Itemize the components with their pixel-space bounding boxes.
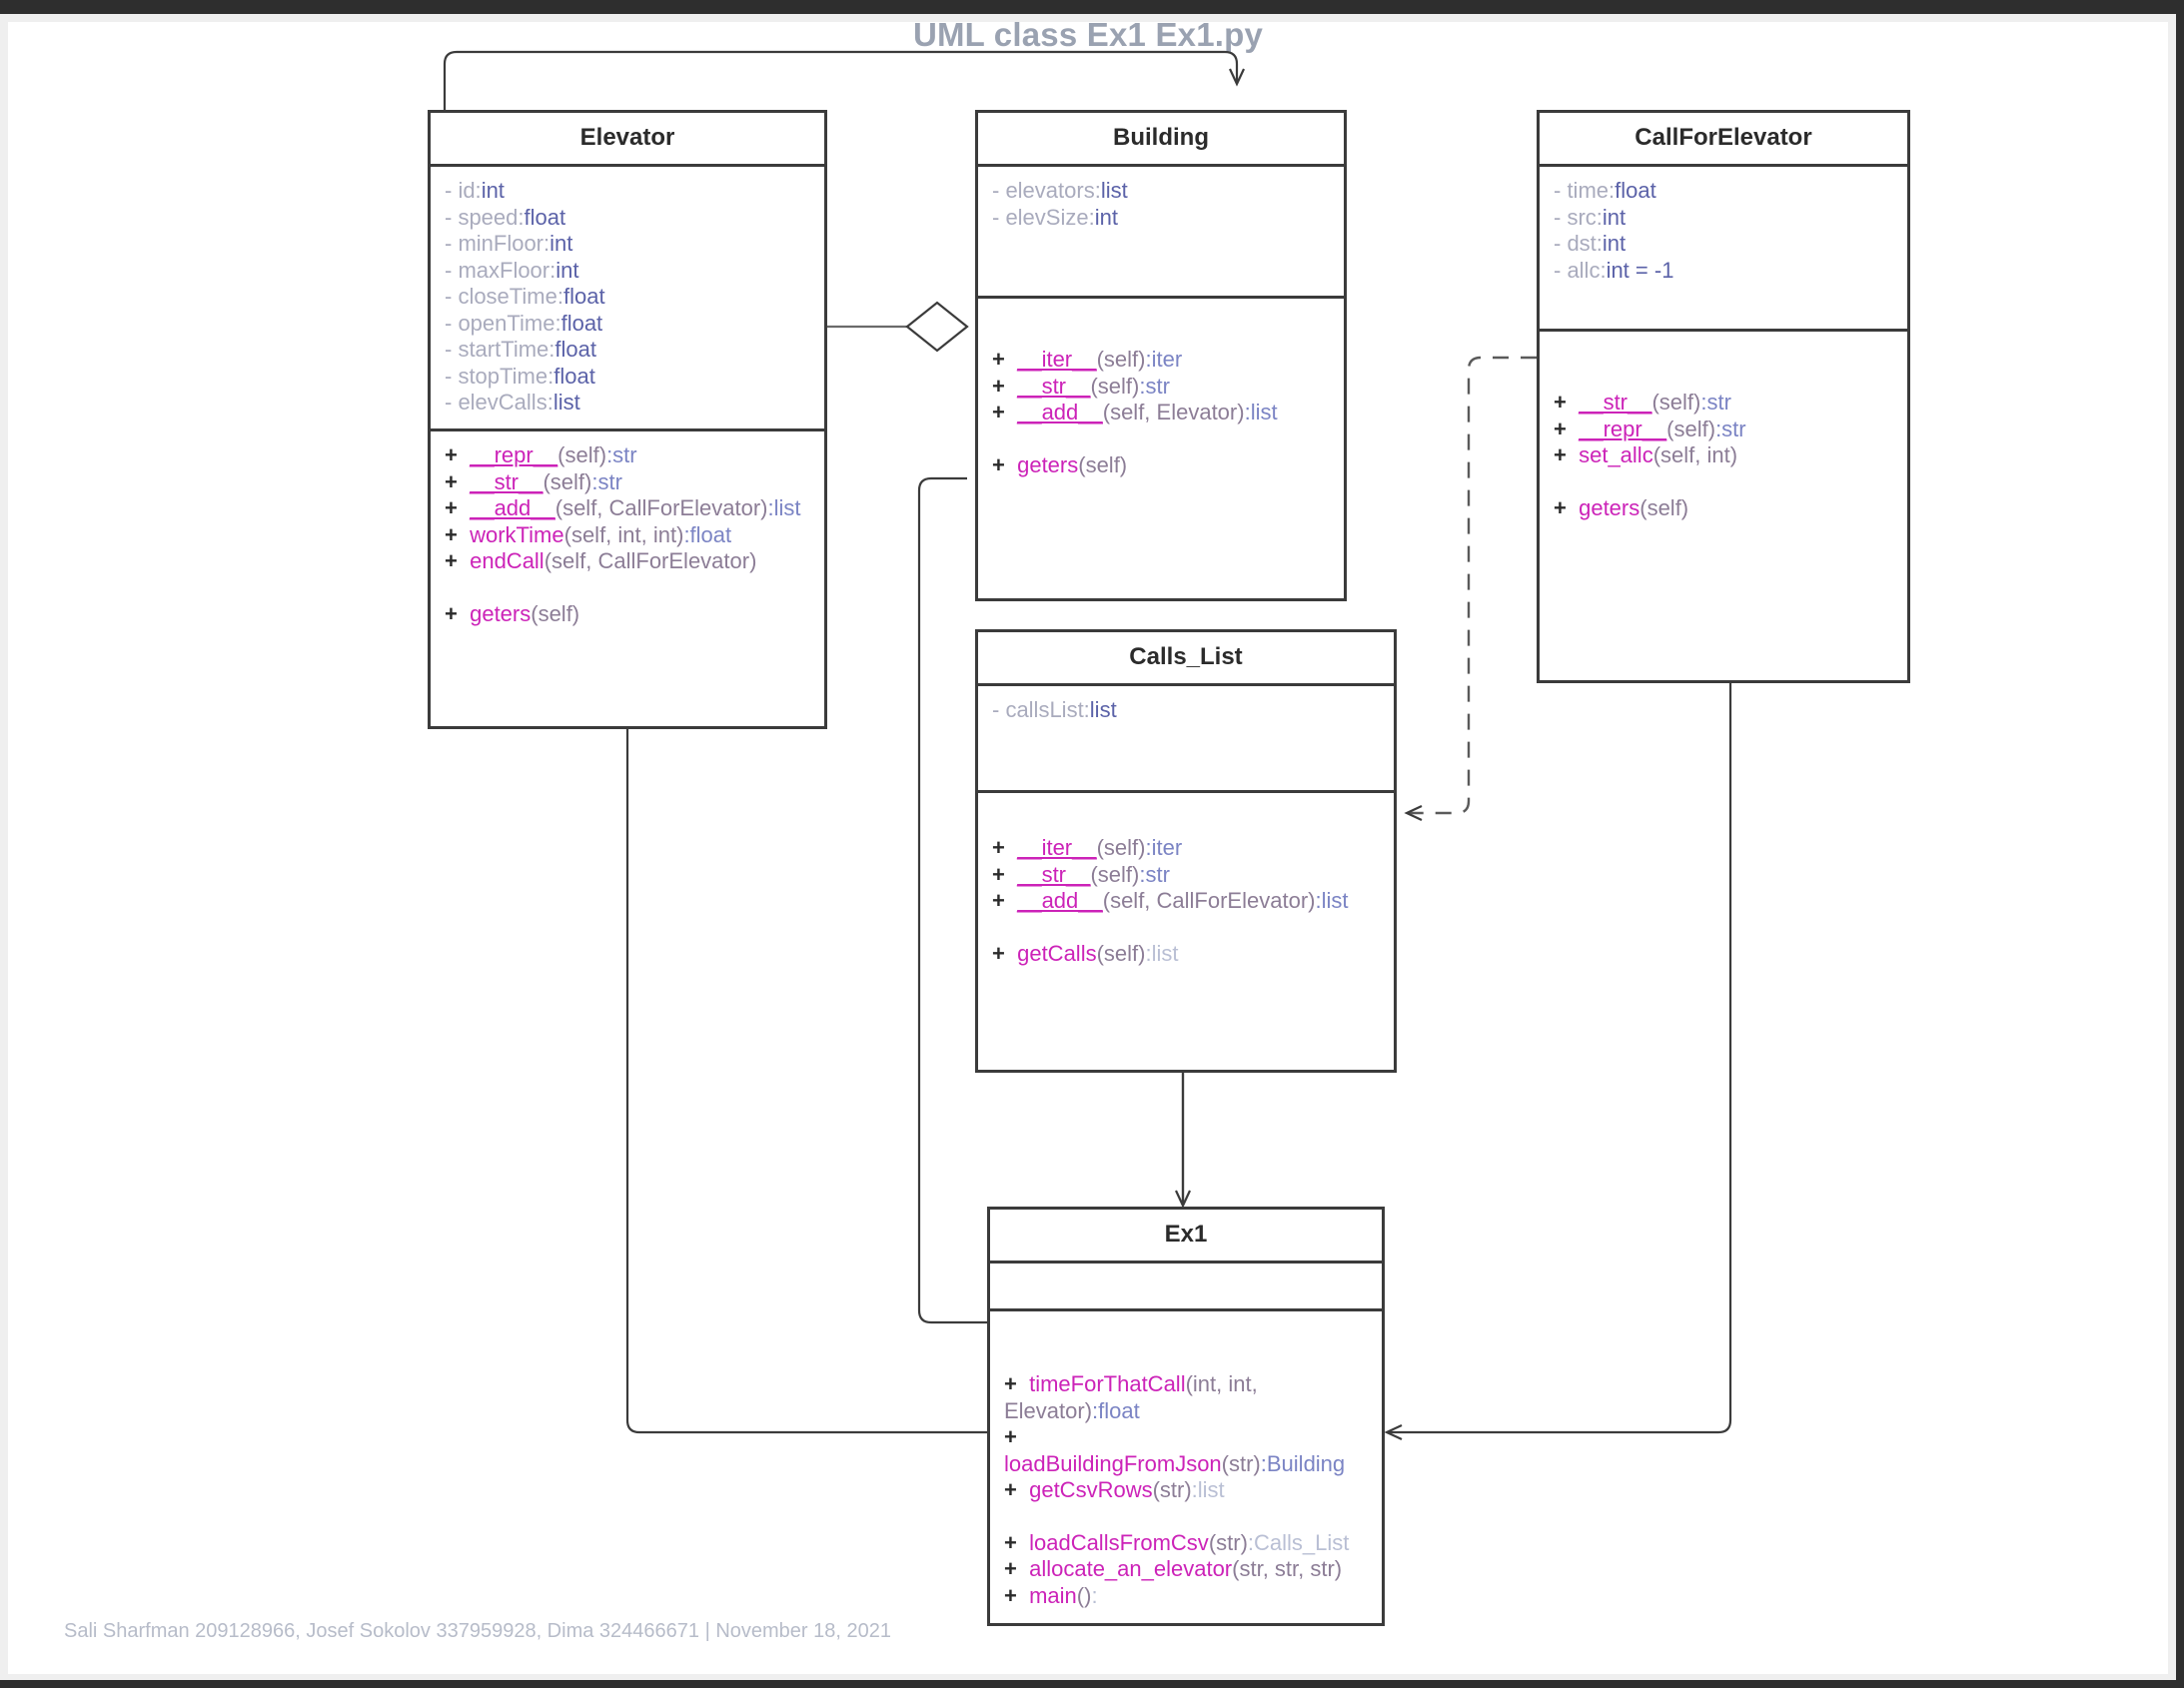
diagram-title: UML class Ex1 Ex1.py bbox=[912, 22, 1264, 53]
operation-row: + __str__(self):str bbox=[445, 468, 622, 494]
class-name-building: Building bbox=[978, 113, 1344, 167]
operation-row: + allocate_an_elevator(str, str, str) bbox=[1004, 1556, 1343, 1581]
attributes-compartment-callforelevator: - time:float- src:int- dst:int- allc:int… bbox=[1540, 167, 1907, 332]
class-box-callforelevator[interactable]: CallForElevator - time:float- src:int- d… bbox=[1537, 110, 1910, 683]
attributes-compartment-elevator: - id:int- speed:float- minFloor:int- max… bbox=[431, 167, 824, 431]
attribute-row: - maxFloor:int bbox=[445, 257, 579, 283]
operation-row: + __repr__(self):str bbox=[445, 442, 637, 467]
attribute-row: - id:int bbox=[445, 178, 505, 203]
class-name-elevator: Elevator bbox=[431, 113, 824, 167]
attribute-row: - elevators:list bbox=[992, 178, 1128, 203]
operation-row: + __iter__(self):iter bbox=[992, 835, 1183, 860]
attribute-row: - closeTime:float bbox=[445, 284, 605, 309]
link-callforelevator-calls-list-dependency bbox=[1404, 356, 1537, 821]
diagram-canvas: UML class Ex1 Ex1.py bbox=[8, 22, 2168, 1674]
attributes-compartment-calls-list: - callsList:list bbox=[978, 686, 1394, 793]
row-spacer bbox=[1004, 1504, 1368, 1530]
attribute-row: - openTime:float bbox=[445, 310, 603, 336]
attribute-row: - minFloor:int bbox=[445, 231, 573, 256]
attribute-row: - speed:float bbox=[445, 204, 566, 230]
operation-row: + endCall(self, CallForElevator) bbox=[445, 548, 757, 573]
link-callforelevator-ex1 bbox=[1384, 683, 1732, 1440]
row-spacer bbox=[445, 575, 810, 601]
attributes-compartment-ex1 bbox=[990, 1264, 1382, 1311]
attribute-row: - elevSize:int bbox=[992, 204, 1118, 230]
operation-row: + __iter__(self):iter bbox=[992, 347, 1183, 372]
operation-row: + __str__(self):str bbox=[992, 861, 1170, 887]
operation-row: + loadBuildingFromJson(str):Building bbox=[1004, 1424, 1346, 1476]
attribute-row: - callsList:list bbox=[992, 697, 1117, 722]
attribute-row: - startTime:float bbox=[445, 337, 597, 362]
attributes-compartment-building: - elevators:list- elevSize:int bbox=[978, 167, 1344, 299]
class-box-ex1[interactable]: Ex1 + timeForThatCall(int, int, Elevator… bbox=[987, 1207, 1385, 1626]
class-box-building[interactable]: Building - elevators:list- elevSize:int … bbox=[975, 110, 1347, 601]
attribute-row: - allc:int = -1 bbox=[1554, 257, 1674, 283]
window-top-frame bbox=[0, 0, 2184, 14]
operation-row: + set_allc(self, int) bbox=[1554, 442, 1738, 467]
attribute-row: - dst:int bbox=[1554, 231, 1627, 256]
operation-row: + geters(self) bbox=[445, 600, 580, 626]
operation-row: + __repr__(self):str bbox=[1554, 416, 1746, 441]
link-elevator-ex1 bbox=[625, 711, 1010, 1440]
operation-row: + geters(self) bbox=[1554, 494, 1689, 520]
operation-row: + geters(self) bbox=[992, 451, 1128, 477]
class-name-ex1: Ex1 bbox=[990, 1210, 1382, 1264]
class-name-calls-list: Calls_List bbox=[978, 632, 1394, 686]
class-name-callforelevator: CallForElevator bbox=[1540, 113, 1907, 167]
operation-row: + timeForThatCall(int, int, Elevator):fl… bbox=[1004, 1371, 1258, 1423]
operation-row: + __str__(self):str bbox=[1554, 390, 1731, 415]
operation-row: + __add__(self, CallForElevator):list bbox=[445, 495, 801, 520]
operation-row: + workTime(self, int, int):float bbox=[445, 521, 732, 547]
operations-compartment-ex1: + timeForThatCall(int, int, Elevator):fl… bbox=[990, 1311, 1382, 1619]
attribute-row: - stopTime:float bbox=[445, 363, 595, 389]
window-bottom-frame bbox=[0, 1680, 2184, 1688]
operations-compartment-elevator: + __repr__(self):str+ __str__(self):str+… bbox=[431, 431, 824, 637]
operation-row: + getCsvRows(str):list bbox=[1004, 1477, 1225, 1502]
row-spacer bbox=[992, 426, 1330, 452]
operations-compartment-calls-list: + __iter__(self):iter+ __str__(self):str… bbox=[978, 793, 1394, 977]
operation-row: + main(): bbox=[1004, 1582, 1098, 1608]
attribute-row: - elevCalls:list bbox=[445, 390, 580, 415]
operation-row: + __add__(self, CallForElevator):list bbox=[992, 888, 1349, 913]
link-elevator-callforelevator bbox=[443, 50, 1245, 110]
diagram-footer-credits: Sali Sharfman 209128966, Josef Sokolov 3… bbox=[64, 1620, 891, 1642]
window-right-frame bbox=[2176, 0, 2184, 1688]
operation-row: + __str__(self):str bbox=[992, 373, 1170, 399]
operations-compartment-building: + __iter__(self):iter+ __str__(self):str… bbox=[978, 299, 1344, 488]
class-box-elevator[interactable]: Elevator - id:int- speed:float- minFloor… bbox=[428, 110, 827, 729]
operation-row: + getCalls(self):list bbox=[992, 940, 1179, 966]
class-box-calls-list[interactable]: Calls_List - callsList:list + __iter__(s… bbox=[975, 629, 1397, 1073]
operation-row: + loadCallsFromCsv(str):Calls_List bbox=[1004, 1529, 1350, 1555]
operation-row: + __add__(self, Elevator):list bbox=[992, 400, 1278, 424]
attribute-row: - src:int bbox=[1554, 204, 1627, 230]
attribute-row: - time:float bbox=[1554, 178, 1656, 203]
operations-compartment-callforelevator: + __str__(self):str+ __repr__(self):str+… bbox=[1540, 332, 1907, 531]
row-spacer bbox=[1554, 469, 1893, 495]
row-spacer bbox=[992, 915, 1380, 941]
